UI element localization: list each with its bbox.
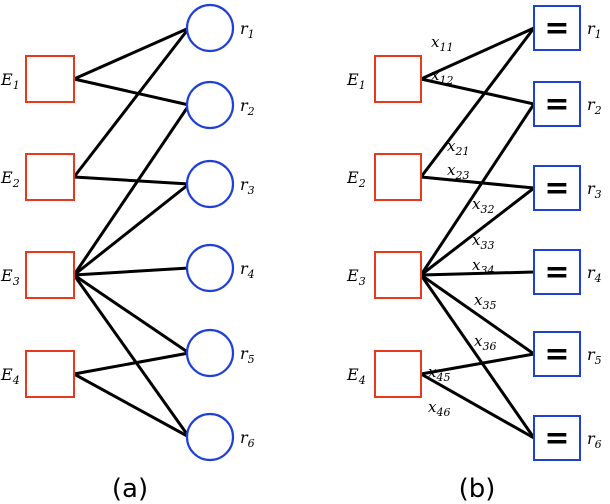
panel-b-caption: (b) <box>459 474 496 504</box>
edge-x45 <box>419 352 536 376</box>
edge-e2-r3 <box>72 175 191 186</box>
edge-x33 <box>419 186 536 277</box>
edge-e2-r1 <box>72 26 191 179</box>
source-label-e1: E1 <box>346 70 366 92</box>
source-node-e2 <box>374 153 422 201</box>
resource-node-r3 <box>185 159 235 209</box>
resource-node-r6 <box>185 412 235 462</box>
edge-label-x46: x46 <box>428 398 450 419</box>
edge-label-x23: x23 <box>447 161 469 182</box>
edge-x12 <box>419 77 536 106</box>
source-label-e2: E2 <box>0 168 20 190</box>
equality-node-r2 <box>533 81 581 127</box>
panel-a-edges <box>72 26 191 439</box>
resource-label-r1: r1 <box>240 19 255 41</box>
resource-node-r1 <box>185 3 235 53</box>
source-node-e4 <box>374 350 422 398</box>
edge-label-x21: x21 <box>447 137 469 158</box>
panel-b-edges <box>419 26 536 440</box>
edge-e3-r6 <box>72 273 191 439</box>
edge-x46 <box>419 372 536 440</box>
resource-label-r4: r4 <box>240 259 255 281</box>
resource-label-r4: r4 <box>587 263 602 285</box>
edge-x35 <box>419 273 536 356</box>
edge-label-x11: x11 <box>431 33 453 54</box>
resource-label-r2: r2 <box>240 96 255 118</box>
edge-label-x45: x45 <box>428 363 450 384</box>
edge-label-x12: x12 <box>431 66 453 87</box>
equality-node-r1 <box>533 5 581 51</box>
resource-label-r3: r3 <box>240 175 255 197</box>
equality-symbol: = <box>544 255 569 290</box>
resource-label-r5: r5 <box>587 345 602 367</box>
resource-node-r2 <box>185 80 235 130</box>
resource-label-r6: r6 <box>587 429 602 451</box>
resource-label-r5: r5 <box>240 344 255 366</box>
source-label-e3: E3 <box>346 266 366 288</box>
source-node-e1 <box>374 55 422 103</box>
edge-x34 <box>419 270 536 277</box>
edge-x11 <box>419 26 536 81</box>
source-node-e2 <box>25 153 75 201</box>
edge-e3-r3 <box>72 182 191 277</box>
edge-e3-r4 <box>72 266 191 277</box>
edge-e1-r1 <box>72 26 191 81</box>
equality-node-r4 <box>533 249 581 295</box>
source-label-e2: E2 <box>346 168 366 190</box>
edge-x32 <box>419 102 536 277</box>
resource-label-r1: r1 <box>587 19 602 41</box>
edge-e3-r2 <box>72 103 191 277</box>
source-node-e3 <box>374 251 422 299</box>
equality-symbol: = <box>544 421 569 456</box>
source-label-e4: E4 <box>346 365 366 387</box>
resource-node-r5 <box>185 328 235 378</box>
source-label-e3: E3 <box>0 266 20 288</box>
edge-label-x36: x36 <box>474 332 496 353</box>
edge-x21 <box>419 26 536 179</box>
source-label-e1: E1 <box>0 70 20 92</box>
equality-symbol: = <box>544 337 569 372</box>
edge-label-x34: x34 <box>472 256 494 277</box>
source-node-e4 <box>25 350 75 398</box>
equality-node-r6 <box>533 415 581 461</box>
edge-label-x32: x32 <box>472 195 494 216</box>
edge-label-x33: x33 <box>472 231 494 252</box>
equality-symbol: = <box>544 11 569 46</box>
resource-label-r3: r3 <box>587 179 602 201</box>
edge-e4-r5 <box>72 351 191 376</box>
resource-label-r6: r6 <box>240 428 255 450</box>
resource-label-r2: r2 <box>587 95 602 117</box>
equality-node-r3 <box>533 165 581 211</box>
edge-x23 <box>419 175 536 190</box>
source-node-e3 <box>25 251 75 299</box>
equality-symbol: = <box>544 87 569 122</box>
edge-x36 <box>419 273 536 440</box>
edge-label-x35: x35 <box>474 291 496 312</box>
source-node-e1 <box>25 55 75 103</box>
edge-e1-r2 <box>72 77 191 107</box>
edge-e3-r5 <box>72 273 191 355</box>
equality-symbol: = <box>544 171 569 206</box>
source-label-e4: E4 <box>0 365 20 387</box>
resource-node-r4 <box>185 243 235 293</box>
panel-a-caption: (a) <box>112 474 148 504</box>
equality-node-r5 <box>533 331 581 377</box>
edge-e4-r6 <box>72 372 191 439</box>
